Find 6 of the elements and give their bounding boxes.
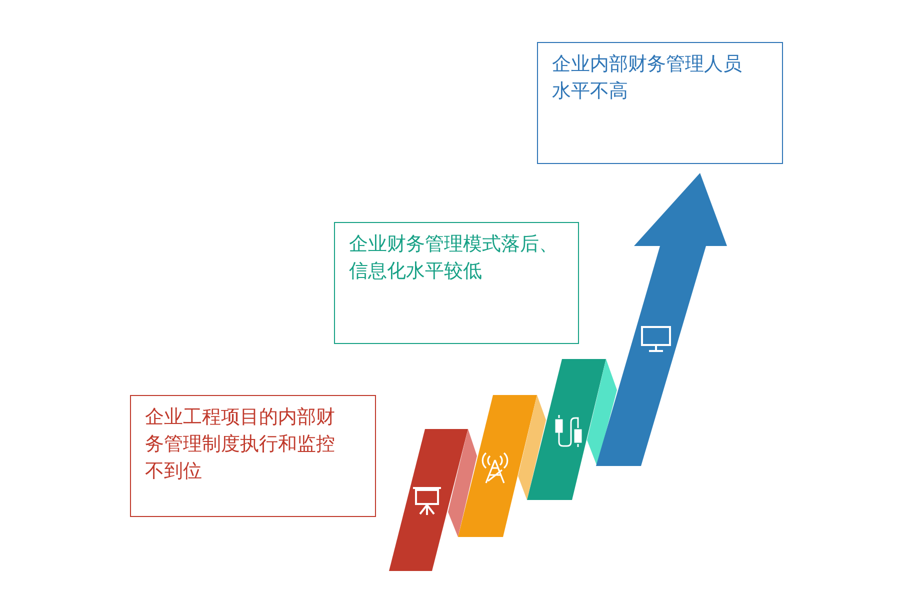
text-box bbox=[537, 42, 783, 164]
box-text: 企业内部财务管理人员水平不高 bbox=[552, 53, 742, 102]
text-box bbox=[334, 222, 579, 344]
box-text: 企业工程项目的内部财务管理制度执行和监控不到位 bbox=[145, 406, 335, 482]
box-text: 企业财务管理模式落后、信息化水平较低 bbox=[349, 233, 558, 282]
text-box bbox=[130, 395, 376, 517]
